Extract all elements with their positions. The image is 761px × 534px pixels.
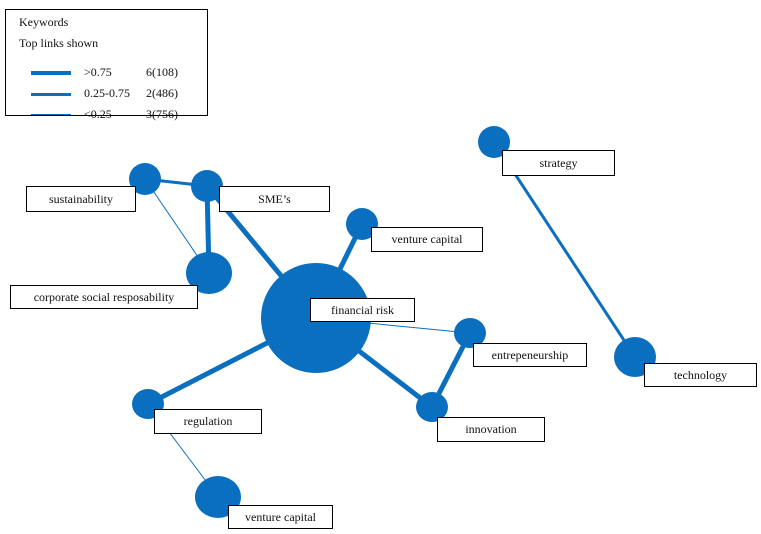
legend-subtitle: Top links shown (19, 36, 99, 50)
edge-strategy-technology (492, 141, 637, 358)
label-financial-risk: financial risk (310, 298, 415, 322)
node-smes (191, 170, 223, 202)
label-technology: technology (644, 363, 757, 387)
legend-count: 3(756) (146, 107, 178, 121)
label-regulation: regulation (154, 409, 262, 434)
node-csr (186, 252, 232, 294)
legend-range: >0.75 (84, 65, 112, 79)
legend-count: 6(108) (146, 65, 178, 79)
thick-line-swatch (31, 71, 71, 75)
legend-row-medium: 0.25-0.75 2(486) (6, 85, 207, 103)
node-innovation (416, 392, 448, 422)
thin-line-swatch (31, 114, 71, 115)
medium-line-swatch (31, 93, 71, 96)
label-entrepreneurship: entrepeneurship (473, 343, 587, 367)
legend-range: 0.25-0.75 (84, 86, 130, 100)
node-entrepreneurship (454, 318, 486, 348)
legend-range: <0.25 (84, 107, 112, 121)
label-innovation: innovation (437, 417, 545, 442)
label-venture-capital-bottom: venture capital (228, 505, 333, 529)
legend-count: 2(486) (146, 86, 178, 100)
legend-title: Keywords (19, 15, 69, 29)
label-csr: corporate social resposability (10, 285, 198, 309)
label-venture-capital-top: venture capital (371, 227, 483, 252)
label-strategy: strategy (502, 150, 615, 176)
node-layer (129, 126, 656, 518)
node-venture_capital_top (346, 208, 378, 240)
legend: Keywords Top links shown >0.75 6(108) 0.… (5, 9, 208, 121)
node-sustainability (129, 163, 161, 195)
legend-row-strong: >0.75 6(108) (6, 64, 207, 82)
legend-row-weak: <0.25 3(756) (6, 106, 207, 124)
label-sustainability: sustainability (26, 186, 136, 212)
label-smes: SME’s (219, 186, 330, 212)
